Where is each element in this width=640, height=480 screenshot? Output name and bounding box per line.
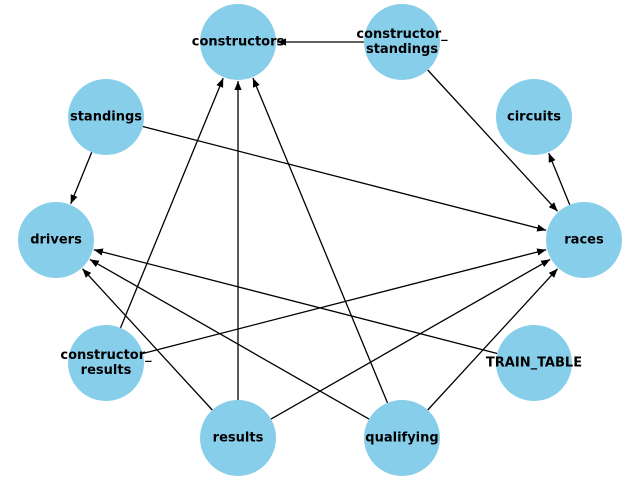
edge-qualifying-to-constructors bbox=[252, 77, 389, 404]
node-label-circuits: circuits bbox=[507, 110, 561, 125]
edge-qualifying-to-races bbox=[427, 268, 559, 411]
node-circle-results bbox=[200, 400, 276, 476]
node-races: races bbox=[546, 202, 622, 278]
edge-standings-to-races bbox=[142, 125, 547, 232]
node-standings: standings bbox=[68, 79, 144, 155]
node-circle-qualifying bbox=[364, 400, 440, 476]
node-circle-TRAIN_TABLE bbox=[496, 325, 572, 401]
edge-constructor_results-to-races bbox=[142, 248, 547, 355]
node-label-constructor_standings: standings bbox=[366, 42, 438, 57]
node-circle-standings bbox=[68, 79, 144, 155]
edge-results-to-drivers bbox=[81, 268, 213, 411]
node-qualifying: qualifying bbox=[364, 400, 440, 476]
node-circuits: circuits bbox=[496, 79, 572, 155]
node-label-constructor_standings: constructor_ bbox=[356, 27, 448, 42]
node-constructor_results: constructor_results bbox=[60, 325, 152, 401]
node-label-drivers: drivers bbox=[30, 233, 82, 248]
node-label-constructor_results: results bbox=[81, 363, 132, 378]
node-label-standings: standings bbox=[70, 110, 142, 125]
node-constructor_standings: constructor_standings bbox=[356, 4, 448, 80]
node-label-results: results bbox=[213, 431, 264, 446]
node-results: results bbox=[200, 400, 276, 476]
node-drivers: drivers bbox=[18, 202, 94, 278]
node-constructors: constructors bbox=[192, 4, 285, 80]
edge-results-to-races bbox=[270, 258, 551, 420]
node-label-TRAIN_TABLE: TRAIN_TABLE bbox=[486, 356, 582, 371]
node-label-constructor_results: constructor_ bbox=[60, 348, 152, 363]
node-TRAIN_TABLE: TRAIN_TABLE bbox=[486, 325, 582, 401]
edge-standings-to-drivers bbox=[70, 151, 93, 205]
node-label-qualifying: qualifying bbox=[365, 431, 438, 446]
edge-TRAIN_TABLE-to-drivers bbox=[93, 248, 498, 355]
node-label-races: races bbox=[564, 233, 604, 248]
node-circle-drivers bbox=[18, 202, 94, 278]
edge-races-to-circuits bbox=[548, 152, 571, 206]
node-circle-circuits bbox=[496, 79, 572, 155]
node-circle-constructor_standings bbox=[364, 4, 440, 80]
node-circle-races bbox=[546, 202, 622, 278]
node-label-constructors: constructors bbox=[192, 35, 285, 50]
edge-qualifying-to-drivers bbox=[89, 258, 370, 420]
node-circle-constructor_results bbox=[68, 325, 144, 401]
edges-layer bbox=[70, 38, 571, 420]
edge-constructor_standings-to-races bbox=[427, 69, 559, 212]
node-circle-constructors bbox=[200, 4, 276, 80]
